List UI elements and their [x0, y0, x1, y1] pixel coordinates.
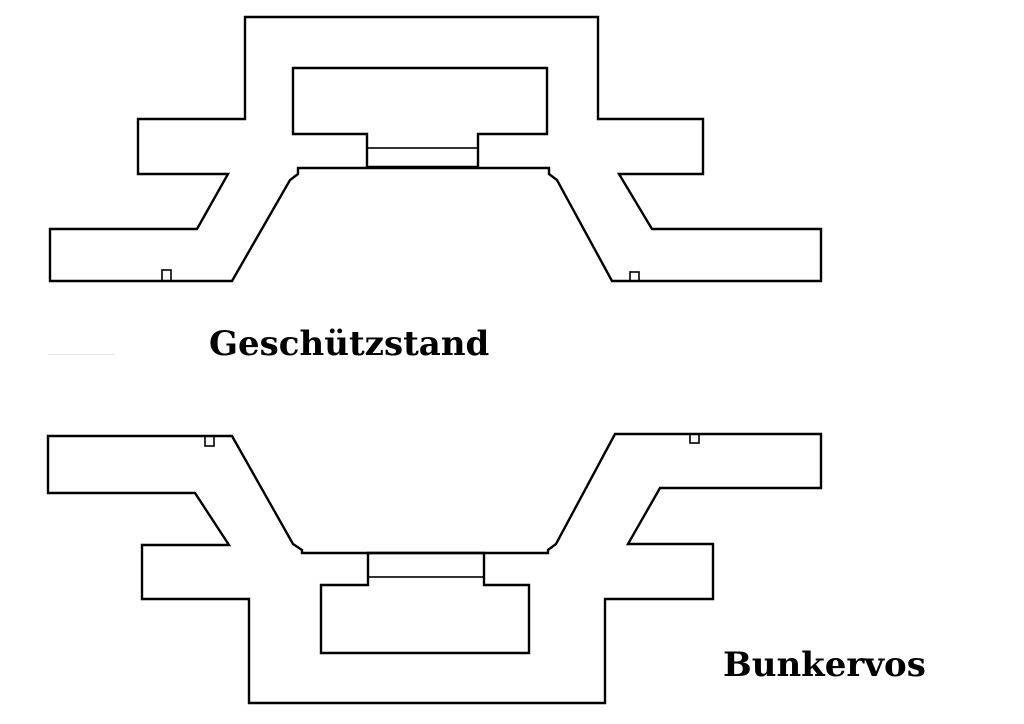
bottom-left-niche [204, 435, 215, 447]
top-outer-outline [48, 15, 823, 283]
top-left-niche [161, 269, 172, 282]
top-structure [48, 15, 823, 283]
scan-smudge [48, 354, 114, 355]
top-inner-passage [366, 147, 479, 168]
bottom-outer-outline [46, 432, 823, 705]
bottom-inner-room [319, 551, 531, 655]
top-inner-room [291, 66, 549, 169]
bottom-right-niche [689, 433, 700, 444]
bottom-inner-passage [367, 552, 485, 578]
label-bunkervos: Bunkervos [723, 645, 926, 685]
label-geschutzstand: Geschützstand [209, 324, 490, 364]
bottom-structure [46, 432, 823, 705]
top-right-niche [629, 271, 640, 282]
